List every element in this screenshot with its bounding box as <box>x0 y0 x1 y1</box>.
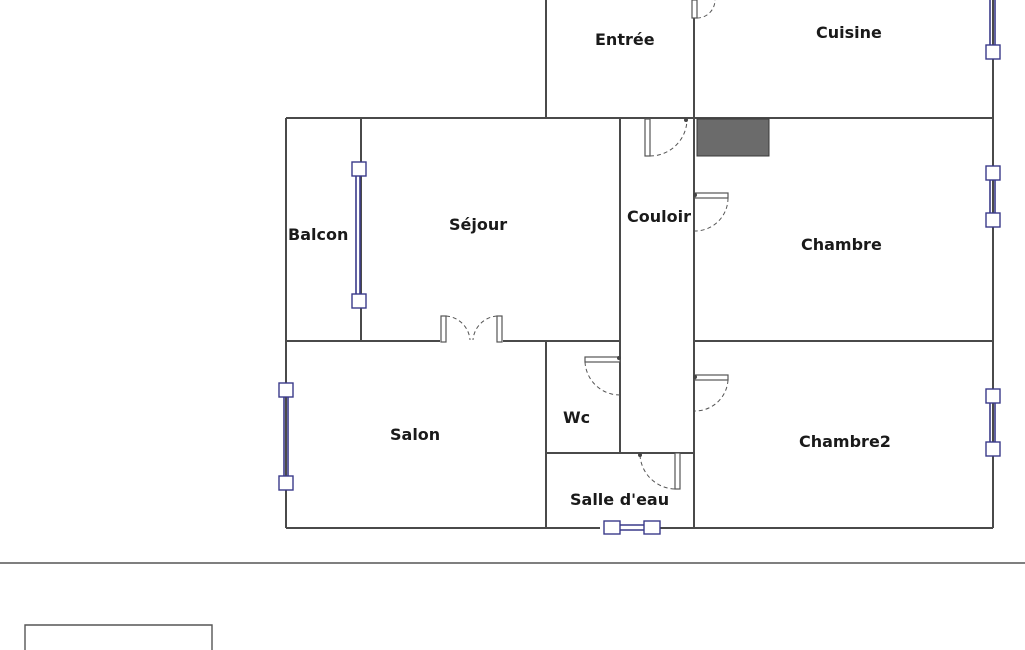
door-sejour-right-leaf <box>496 315 503 343</box>
door-entree-arc <box>696 0 716 19</box>
room-label-sejour: Séjour <box>449 215 507 234</box>
window-sejour-top-box <box>351 161 367 177</box>
windows <box>278 0 1001 535</box>
room-label-chambre: Chambre <box>801 235 882 254</box>
door-couloir-top-hinge <box>684 118 688 122</box>
room-label-balcon: Balcon <box>288 225 348 244</box>
window-chambre-top-box <box>985 165 1001 181</box>
door-sejour-right-arc <box>472 315 498 341</box>
door-wc-leaf <box>584 356 621 363</box>
door-sejour-left-leaf <box>440 315 447 343</box>
room-label-cuisine: Cuisine <box>816 23 882 42</box>
room-label-couloir: Couloir <box>627 207 691 226</box>
door-chambre2-leaf <box>694 374 729 381</box>
room-label-wc: Wc <box>563 408 590 427</box>
room-label-chambre2: Chambre2 <box>799 432 891 451</box>
window-chambre-bottom-box <box>985 212 1001 228</box>
door-chambre2-hinge <box>693 375 697 379</box>
room-labels: Entrée Cuisine Balcon Séjour Couloir Cha… <box>288 23 891 509</box>
door-salle-deau-arc <box>639 454 676 490</box>
doors <box>440 0 729 490</box>
door-couloir-top-arc <box>649 118 688 157</box>
door-sejour-left-arc <box>445 315 471 341</box>
door-salle-deau-leaf <box>674 452 681 490</box>
door-chambre-arc <box>694 197 729 232</box>
door-couloir-top-leaf <box>644 118 651 157</box>
door-chambre2-arc <box>694 379 729 412</box>
partial-frame-box <box>24 624 213 650</box>
door-entree-leaf <box>691 0 698 19</box>
window-chambre2-bottom-box <box>985 441 1001 457</box>
window-salon-bottom-box <box>278 475 294 491</box>
window-salle-deau-right-box <box>643 520 661 535</box>
room-label-entree: Entrée <box>595 30 655 49</box>
window-salon-top-box <box>278 382 294 398</box>
door-salle-deau-hinge <box>638 453 642 457</box>
door-chambre-leaf <box>694 192 729 199</box>
window-cuisine-box <box>985 44 1001 60</box>
service-shaft-block <box>696 118 770 157</box>
room-label-salle-deau: Salle d'eau <box>570 490 669 509</box>
door-wc-arc <box>584 361 621 396</box>
room-label-salon: Salon <box>390 425 440 444</box>
door-wc-hinge <box>617 356 621 360</box>
window-sejour-bottom-box <box>351 293 367 309</box>
door-chambre-hinge <box>693 193 697 197</box>
walls <box>285 0 994 529</box>
window-salle-deau-left-box <box>603 520 621 535</box>
window-chambre2-top-box <box>985 388 1001 404</box>
